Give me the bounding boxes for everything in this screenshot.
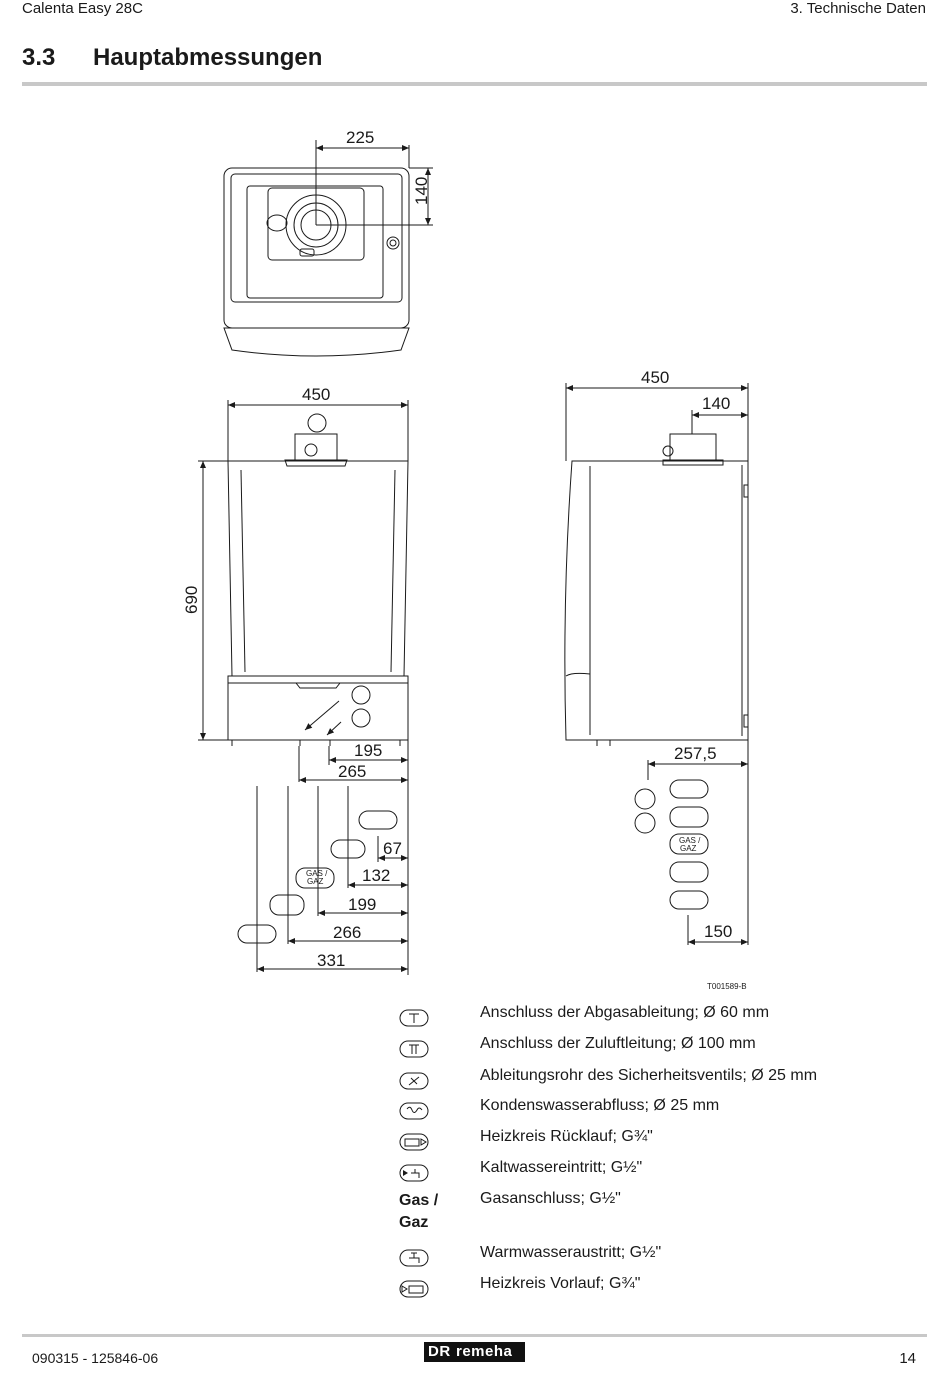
dim-225: 225 [346,128,374,147]
dim-266: 266 [333,923,361,942]
top-view [223,140,433,357]
front-view [198,400,409,975]
safety-valve-icon [399,1072,429,1090]
brand-logo-mark: DR [428,1343,451,1360]
gas-label-front-2: GAZ [307,877,324,886]
heating-return-icon [399,1133,429,1151]
dim-199: 199 [348,895,376,914]
header-product: Calenta Easy 28C [22,0,143,17]
dim-257: 257,5 [674,744,717,763]
condensate-icon [399,1102,429,1120]
brand-logo: DR remeha [424,1342,525,1362]
footer-rule [22,1334,927,1337]
gas-label-line2: Gaz [399,1214,429,1231]
dim-265: 265 [338,762,366,781]
legend-condensate: Kondenswasserabfluss; Ø 25 mm [480,1097,720,1114]
flue-outlet-icon [399,1009,429,1027]
dim-450-front: 450 [302,385,330,404]
legend-air-inlet: Anschluss der Zuluftleitung; Ø 100 mm [480,1035,756,1052]
dimension-drawing: 225 140 450 690 195 265 67 132 199 266 3… [182,128,749,991]
dim-690: 690 [182,586,201,614]
legend-heating-flow: Heizkreis Vorlauf; G¾" [480,1275,641,1292]
legend-heating-return: Heizkreis Rücklauf; G¾" [480,1128,653,1145]
dim-450-side: 450 [641,368,669,387]
gas-label-front-1: GAS / [306,869,328,878]
legend-hot-water: Warmwasseraustritt; G½" [480,1244,662,1261]
gas-label-side-1: GAS / [679,836,701,845]
dim-331: 331 [317,951,345,970]
legend-cold-water: Kaltwassereintritt; G½" [480,1159,643,1176]
hot-water-icon [399,1249,429,1267]
footer-doc-number: 090315 - 125846-06 [32,1350,159,1366]
dim-140-top: 140 [412,177,431,205]
heating-flow-icon [399,1280,429,1298]
cold-water-icon [399,1164,429,1182]
section-title: Hauptabmessungen [93,44,323,71]
legend-gas: Gasanschluss; G½" [480,1190,621,1207]
brand-logo-text: remeha [456,1343,513,1360]
drawing-ref: T001589-B [707,982,747,991]
legend-flue-outlet: Anschluss der Abgasableitung; Ø 60 mm [480,1004,770,1021]
gas-label-side-2: GAZ [680,844,697,853]
side-view [564,383,749,945]
air-inlet-icon [399,1040,429,1058]
gas-label-line1: Gas / [399,1192,439,1209]
dim-67: 67 [383,839,402,858]
dim-195: 195 [354,741,382,760]
header-chapter: 3. Technische Daten [790,0,926,17]
dim-132: 132 [362,866,390,885]
section-number: 3.3 [22,44,56,71]
header-rule [22,82,927,86]
page-number: 14 [899,1350,916,1367]
gas-label: Gas / Gaz [399,1190,438,1234]
legend-safety-valve: Ableitungsrohr des Sicherheitsventils; Ø… [480,1067,818,1084]
dim-150: 150 [704,922,732,941]
dim-140-side: 140 [702,394,730,413]
